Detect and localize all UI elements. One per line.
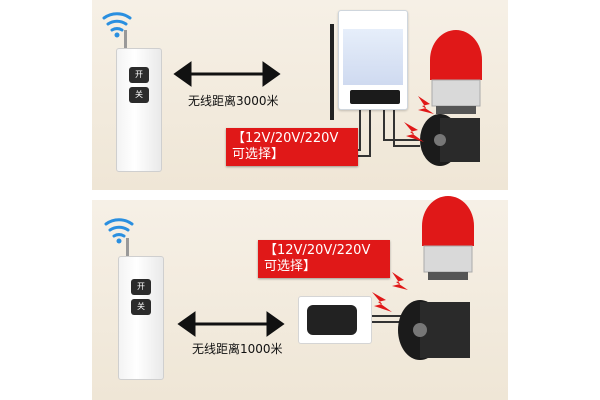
remote-button-off: 关 bbox=[131, 299, 151, 315]
siren-speaker-icon bbox=[420, 114, 480, 166]
double-arrow-icon bbox=[173, 61, 281, 87]
remote-antenna bbox=[124, 30, 127, 50]
voltage-label-bottom-line2: 可选择】 bbox=[264, 259, 317, 274]
voltage-label-bottom-line1: 【12V/20V/220V bbox=[264, 243, 371, 258]
wifi-icon bbox=[102, 12, 132, 38]
terminal-block bbox=[350, 90, 400, 104]
remote-control: 开 关 bbox=[118, 256, 164, 380]
sound-lightning-icon bbox=[372, 272, 408, 312]
receiver-panel bbox=[343, 29, 403, 85]
remote-button-off: 关 bbox=[129, 87, 149, 103]
adapter-body bbox=[307, 305, 357, 335]
alarm-beacon-icon bbox=[422, 196, 474, 280]
voltage-label-top-line2: 可选择】 bbox=[232, 147, 285, 162]
power-adapter bbox=[298, 296, 372, 344]
remote-control: 开 关 bbox=[116, 48, 162, 172]
siren-speaker-icon bbox=[398, 300, 470, 360]
double-arrow-icon bbox=[177, 311, 285, 337]
sound-lightning-icon bbox=[404, 96, 434, 142]
remote-button-on: 开 bbox=[129, 67, 149, 83]
distance-label-top: 无线距离3000米 bbox=[188, 94, 279, 108]
remote-button-on: 开 bbox=[131, 279, 151, 295]
voltage-label-top-line1: 【12V/20V/220V bbox=[232, 131, 339, 146]
voltage-label-bottom: 【12V/20V/220V 可选择】 bbox=[258, 240, 390, 278]
voltage-label-top: 【12V/20V/220V 可选择】 bbox=[226, 128, 358, 166]
distance-label-bottom: 无线距离1000米 bbox=[192, 342, 283, 356]
alarm-beacon-icon bbox=[430, 30, 482, 114]
remote-antenna bbox=[126, 238, 129, 258]
wifi-icon bbox=[104, 218, 134, 244]
receiver-antenna bbox=[330, 24, 334, 120]
